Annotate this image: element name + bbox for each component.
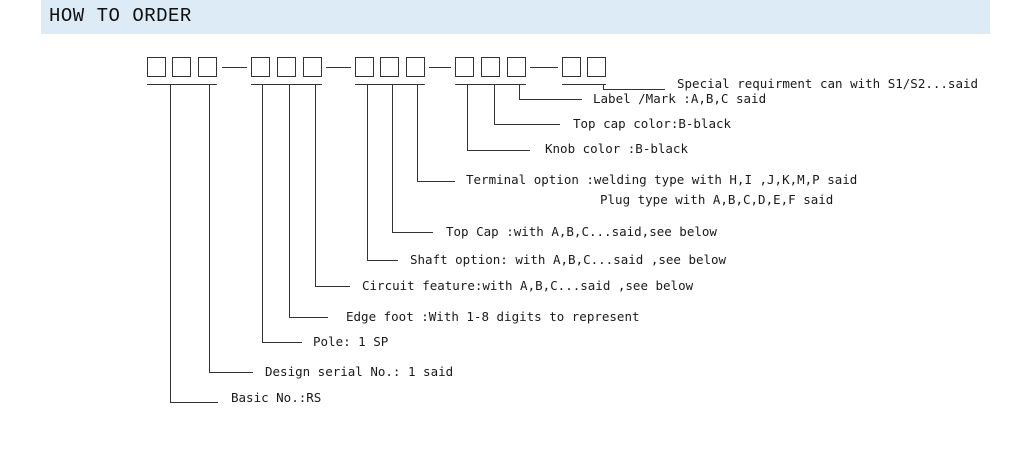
label-top-cap-color: Top cap color:B-black <box>573 116 732 131</box>
code-box-13 <box>562 57 581 77</box>
code-box-3 <box>198 57 217 77</box>
label-plug-type: Plug type with A,B,C,D,E,F said <box>600 192 834 207</box>
label-pole: Pole: 1 SP <box>313 334 389 349</box>
code-box-4 <box>251 57 270 77</box>
code-box-6 <box>303 57 322 77</box>
leader-shaft <box>367 84 398 261</box>
code-box-7 <box>355 57 374 77</box>
label-top-cap: Top Cap :with A,B,C...said,see below <box>446 224 717 239</box>
code-box-14 <box>587 57 606 77</box>
code-box-2 <box>172 57 191 77</box>
page-title: HOW TO ORDER <box>49 5 192 27</box>
label-circuit-feature: Circuit feature:with A,B,C...said ,see b… <box>362 278 694 293</box>
label-terminal-option: Terminal option :welding type with H,I ,… <box>466 172 858 187</box>
code-box-10 <box>455 57 474 77</box>
label-label-mark: Label /Mark :A,B,C said <box>593 91 767 106</box>
leader-knob-color <box>467 84 530 151</box>
code-box-8 <box>380 57 399 77</box>
header-bar: HOW TO ORDER <box>41 0 990 34</box>
leader-top-cap <box>392 84 433 233</box>
label-basic-no: Basic No.:RS <box>231 390 322 405</box>
code-box-5 <box>277 57 296 77</box>
leader-top-cap-color <box>494 84 560 125</box>
label-special: Special requirment can with S1/S2...said <box>677 76 979 91</box>
leader-basic-no <box>170 84 218 403</box>
leader-edge-foot <box>289 84 328 318</box>
code-box-9 <box>406 57 425 77</box>
leader-label-mark <box>519 84 582 100</box>
leader-pole <box>262 84 302 343</box>
leader-special <box>603 84 665 90</box>
label-shaft-option: Shaft option: with A,B,C...said ,see bel… <box>410 252 727 267</box>
label-design-serial: Design serial No.: 1 said <box>265 364 454 379</box>
leader-terminal <box>417 84 455 182</box>
code-box-11 <box>481 57 500 77</box>
label-knob-color: Knob color :B-black <box>545 141 688 156</box>
leader-design-serial <box>209 84 253 373</box>
code-box-12 <box>507 57 526 77</box>
code-box-1 <box>147 57 166 77</box>
leader-circuit <box>315 84 350 287</box>
label-edge-foot: Edge foot :With 1-8 digits to represent <box>346 309 640 324</box>
